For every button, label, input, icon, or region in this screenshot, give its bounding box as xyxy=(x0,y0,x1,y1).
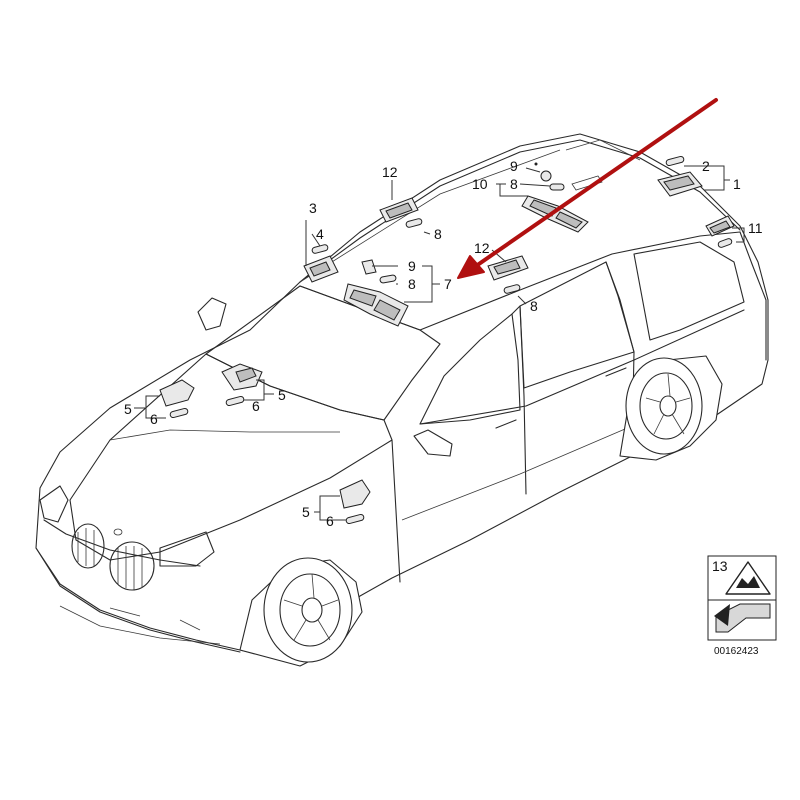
headlight-left xyxy=(39,485,69,523)
callout-6-door: 6 xyxy=(326,513,334,529)
part-luggage-lamp xyxy=(705,215,735,248)
part-reading-lamp-top xyxy=(379,197,423,228)
callout-6-left: 6 xyxy=(150,411,158,427)
front-side-window xyxy=(419,313,521,425)
callout-6-right: 6 xyxy=(252,398,260,414)
parts-layer xyxy=(159,155,735,525)
red-pointer-arrow xyxy=(457,98,718,279)
callout-5-right: 5 xyxy=(278,387,286,403)
callout-12-center: 12 xyxy=(474,240,490,256)
part-vanity-lamp-right xyxy=(221,363,263,407)
part-roof-console-top xyxy=(521,162,603,233)
part-bulb-2 xyxy=(665,155,685,167)
legend-number: 13 xyxy=(712,558,728,574)
right-mirror xyxy=(413,429,453,457)
front-bumper xyxy=(35,547,241,653)
callout-5-left: 5 xyxy=(124,401,132,417)
part-vanity-lamp-left xyxy=(159,379,195,419)
leader-lines xyxy=(134,165,745,521)
callout-8-center: 8 xyxy=(510,176,518,192)
left-mirror xyxy=(197,297,227,331)
warning-triangle-icon xyxy=(725,561,771,595)
callout-8-top: 8 xyxy=(434,226,442,242)
left-kidney-grille xyxy=(71,523,105,569)
callout-3: 3 xyxy=(309,200,317,216)
callout-labels: 1 2 3 4 5 6 5 6 5 6 7 8 8 8 8 9 9 10 11 … xyxy=(124,158,763,529)
callout-12-top: 12 xyxy=(382,164,398,180)
callout-9-front: 9 xyxy=(408,258,416,274)
part-door-lamp xyxy=(339,479,371,525)
part-rear-interior-lamp xyxy=(657,171,703,197)
callout-8-front: 8 xyxy=(408,276,416,292)
callout-7: 7 xyxy=(444,276,452,292)
callout-10: 10 xyxy=(472,176,488,192)
legend-code: 00162423 xyxy=(714,646,759,657)
quarter-window xyxy=(633,241,745,341)
callout-8-lower: 8 xyxy=(530,298,538,314)
front-wheel xyxy=(263,557,353,663)
part-front-roof-lamp xyxy=(303,244,339,283)
part-front-console-lamp xyxy=(343,259,409,327)
callout-9-top: 9 xyxy=(510,158,518,174)
callout-11: 11 xyxy=(748,220,763,236)
right-kidney-grille xyxy=(109,541,155,591)
part-reading-lamp-center xyxy=(487,255,529,294)
legend-box: 13 00162423 xyxy=(707,555,777,657)
rear-wheel xyxy=(625,357,703,455)
direction-arrow-icon xyxy=(714,603,771,633)
headlight-right xyxy=(159,531,215,567)
car-illustration xyxy=(35,133,769,667)
callout-2: 2 xyxy=(702,158,710,174)
callout-1: 1 xyxy=(733,176,741,192)
callout-5-door: 5 xyxy=(302,504,310,520)
callout-4: 4 xyxy=(316,226,324,242)
